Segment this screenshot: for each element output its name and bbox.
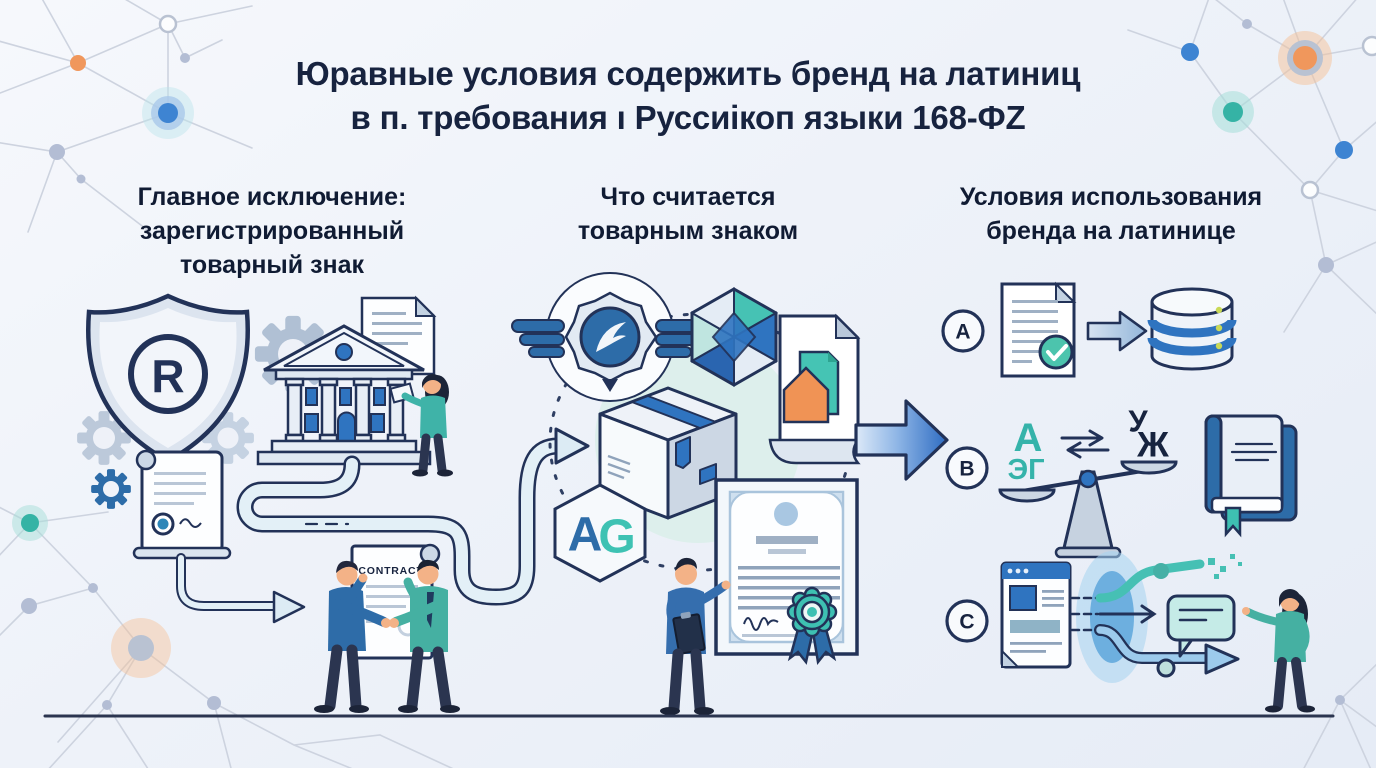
check-icon (1038, 334, 1074, 370)
network-node-orange (1293, 46, 1317, 70)
browser-window-icon (1000, 561, 1072, 669)
row-a-label: A (955, 321, 970, 344)
row-b-badge (945, 446, 989, 490)
row-c-label: C (959, 611, 974, 634)
businessman-right (389, 559, 460, 713)
pixel-dissolve (1208, 554, 1242, 579)
registered-trademark-shield-icon: R (85, 293, 251, 464)
network-node-orange (70, 55, 86, 71)
package-box-icon (598, 386, 738, 520)
heading-definition-line-1: Что считается (600, 183, 776, 211)
heading-definition-line-2: товарным знаком (577, 217, 799, 245)
heading-exception-line-1: Главное исключение: (137, 183, 407, 211)
network-node-teal (21, 514, 39, 532)
heading-definition: Что считается товарным знаком (518, 180, 858, 248)
network-decoration-bottom-right (1303, 663, 1376, 768)
row-b-label: B (959, 458, 974, 481)
road-arrowhead-icon (554, 427, 590, 465)
bookmark-icon (1224, 506, 1242, 538)
award-certificate-icon (714, 478, 859, 665)
source-letter-top: А (1014, 416, 1043, 460)
heading-usage-line-1: Условия использования (959, 183, 1263, 211)
document-check-icon (1000, 281, 1077, 378)
definition-section-illustration: A G (511, 272, 861, 715)
bank-building-icon (256, 324, 432, 466)
page-title: Юравные условия содержить бренд на латин… (0, 52, 1376, 140)
title-line-1: Юравные условия содержить бренд на латин… (295, 55, 1081, 92)
heading-exception: Главное исключение: зарегистрированный т… (88, 180, 456, 282)
usage-row-b: B А ЭГ У Ж (945, 404, 1298, 559)
exception-section-illustration: R (77, 293, 590, 713)
usage-section-illustration: A (941, 281, 1315, 713)
usage-row-a: A (941, 281, 1237, 378)
node-dot-outline (1156, 658, 1176, 678)
network-node-blue (158, 103, 178, 123)
person-reading-woman (389, 374, 453, 477)
heading-usage-line-2: бренда на латинице (986, 217, 1236, 245)
transition-arrow-icon (854, 399, 949, 481)
monogram-letter-g: G (598, 511, 635, 564)
award-rosette-icon (786, 586, 838, 665)
registered-trademark-symbol: R (151, 350, 184, 402)
certificate-scroll-icon (132, 449, 232, 560)
source-letter-bottom: ЭГ (1007, 454, 1044, 486)
title-line-2: в п. требования ı Руссиікоп языки 168-ФZ (350, 99, 1026, 137)
swap-arrows-icon (1060, 429, 1110, 459)
flow-road-connector (236, 427, 590, 606)
network-decoration-top-right (1127, 0, 1376, 333)
arrow-to-contract-icon (176, 553, 306, 624)
network-node-small (180, 53, 190, 63)
book-icon (1204, 414, 1298, 538)
network-node-white (158, 14, 178, 34)
network-decoration-bottom-left (0, 505, 454, 768)
person-presenting (660, 557, 731, 715)
flow-branches-icon (1070, 554, 1242, 678)
row-c-badge (945, 599, 989, 643)
image-document-icon (768, 313, 861, 465)
translation-letters: А ЭГ У Ж (1007, 404, 1169, 487)
row-a-badge (941, 309, 985, 353)
usage-row-c: C (945, 551, 1315, 713)
contract-label: CONTRACT (358, 565, 423, 577)
ag-monogram-hexagon-icon: A G (553, 483, 647, 583)
heading-exception-line-2: зарегистрированный (139, 217, 405, 245)
heading-usage: Условия использования бренда на латинице (918, 180, 1304, 248)
small-arrow-icon (1086, 310, 1148, 352)
businessman-left (314, 560, 391, 713)
heading-exception-line-3: товарный знак (179, 251, 365, 279)
target-letter-bottom: Ж (1136, 426, 1169, 465)
chat-bubble-icon (1166, 594, 1236, 658)
handshake-people (314, 559, 460, 713)
person-pointing (1242, 589, 1315, 713)
monogram-letter-a: A (568, 509, 603, 562)
node-dot-teal (1153, 563, 1169, 579)
balance-scale-icon (998, 460, 1178, 559)
target-letter-top: У (1128, 404, 1148, 439)
network-decoration-top-left (0, 0, 253, 233)
network-node-blue (1181, 43, 1199, 61)
network-node-teal (1223, 102, 1243, 122)
database-icon (1147, 287, 1237, 371)
gem-polyhedron-icon (689, 287, 779, 387)
